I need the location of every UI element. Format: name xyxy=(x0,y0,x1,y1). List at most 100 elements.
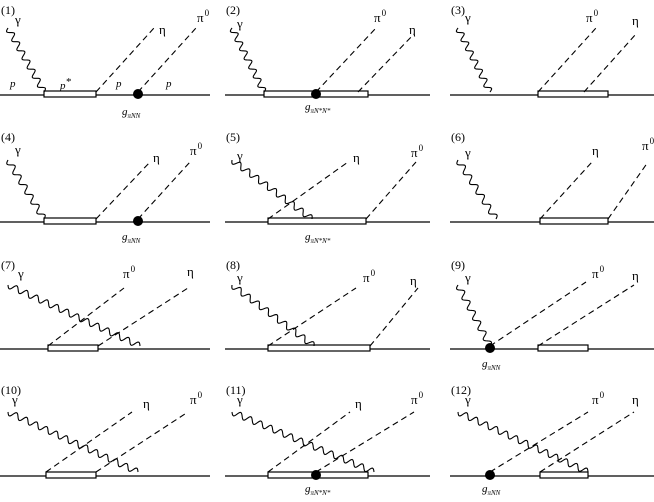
coupling-vertex xyxy=(133,89,143,99)
pion-label: π0 xyxy=(190,141,203,158)
resonance-star: * xyxy=(66,76,72,88)
photon-line xyxy=(455,27,493,93)
eta-line xyxy=(45,411,133,473)
resonance-base: p xyxy=(59,80,66,92)
pion-charge: 0 xyxy=(419,390,424,400)
pion-symbol: π xyxy=(197,10,204,25)
eta-label: η xyxy=(143,396,150,411)
eta-line xyxy=(539,411,635,473)
diagram-panel: (10)γ η π0 xyxy=(0,383,210,479)
pion-symbol: π xyxy=(363,270,370,285)
coupling-vertex xyxy=(311,470,321,480)
photon-label: γ xyxy=(17,266,24,281)
photon-label: γ xyxy=(464,392,471,407)
pion-charge: 0 xyxy=(131,264,136,274)
coupling-g: g xyxy=(482,483,488,495)
panel-label: (10) xyxy=(1,383,21,397)
photon-label: γ xyxy=(236,16,243,31)
pion-line xyxy=(489,281,587,347)
pion-symbol: π xyxy=(642,138,649,153)
pion-symbol: π xyxy=(190,392,197,407)
eta-label: η xyxy=(632,268,639,283)
pion-charge: 0 xyxy=(650,136,654,146)
coupling-g: g xyxy=(122,106,128,118)
eta-line xyxy=(95,27,155,93)
photon-line xyxy=(456,159,498,220)
photon-line xyxy=(6,27,46,93)
pion-line xyxy=(315,411,415,473)
panel-label: (7) xyxy=(1,258,15,272)
pion-label: π0 xyxy=(363,268,376,285)
pion-line xyxy=(267,287,357,347)
coupling-label: gπN*N* xyxy=(305,483,331,497)
resonance-propagator xyxy=(267,217,367,225)
coupling-vertex xyxy=(485,343,495,353)
photon-line xyxy=(231,284,315,347)
coupling-subscript: πNN xyxy=(128,112,141,120)
photon-line xyxy=(457,411,589,473)
coupling-label: gπNN xyxy=(482,483,501,497)
eta-line xyxy=(267,411,351,473)
photon-line xyxy=(7,284,141,347)
pion-charge: 0 xyxy=(382,8,387,18)
pion-charge: 0 xyxy=(600,390,605,400)
photon-line xyxy=(229,27,267,93)
pion-label: π0 xyxy=(197,8,210,25)
pion-line xyxy=(365,161,417,220)
eta-label: η xyxy=(187,264,194,279)
eta-label: η xyxy=(410,273,417,288)
pion-symbol: π xyxy=(586,10,593,25)
eta-line xyxy=(357,33,415,93)
photon-line xyxy=(231,411,375,473)
pion-charge: 0 xyxy=(371,268,376,278)
resonance-propagator xyxy=(537,90,609,98)
coupling-label: gπNN xyxy=(122,231,141,245)
panel-label: (6) xyxy=(451,130,465,144)
eta-line xyxy=(537,284,635,347)
pion-charge: 0 xyxy=(600,264,605,274)
pion-label: π0 xyxy=(586,8,599,25)
photon-label: γ xyxy=(464,270,471,285)
eta-label: η xyxy=(353,150,360,165)
coupling-g: g xyxy=(482,358,488,370)
coupling-g: g xyxy=(122,231,128,243)
pion-label: π0 xyxy=(642,136,654,153)
photon-label: γ xyxy=(14,12,21,27)
coupling-g: g xyxy=(305,483,311,495)
resonance-propagator xyxy=(267,344,371,352)
coupling-subscript: πN*N* xyxy=(311,489,331,497)
coupling-label: gπN*N* xyxy=(305,101,331,115)
photon-line xyxy=(455,284,493,347)
eta-line xyxy=(267,161,349,220)
diagram-panel: (12)γ π0 η gπNN xyxy=(450,383,654,497)
panel-label: (12) xyxy=(451,383,471,397)
coupling-subscript: πNN xyxy=(128,237,141,245)
eta-label: η xyxy=(355,396,362,411)
resonance-propagator xyxy=(47,344,99,352)
panel-label: (3) xyxy=(451,3,465,17)
photon-label: γ xyxy=(11,392,18,407)
pion-label: π0 xyxy=(190,390,203,407)
pion-label: π0 xyxy=(411,390,424,407)
resonance-propagator xyxy=(45,471,97,479)
panel-label: (5) xyxy=(226,130,240,144)
eta-label: η xyxy=(632,392,639,407)
coupling-subscript: πN*N* xyxy=(311,107,331,115)
resonance-propagator xyxy=(537,344,589,352)
pion-charge: 0 xyxy=(419,143,424,153)
pion-charge: 0 xyxy=(205,8,210,18)
resonance-propagator xyxy=(43,217,97,225)
coupling-subscript: πNN xyxy=(488,364,501,372)
resonance-label: p* xyxy=(59,76,72,92)
pion-symbol: π xyxy=(592,392,599,407)
coupling-g: g xyxy=(305,101,311,113)
